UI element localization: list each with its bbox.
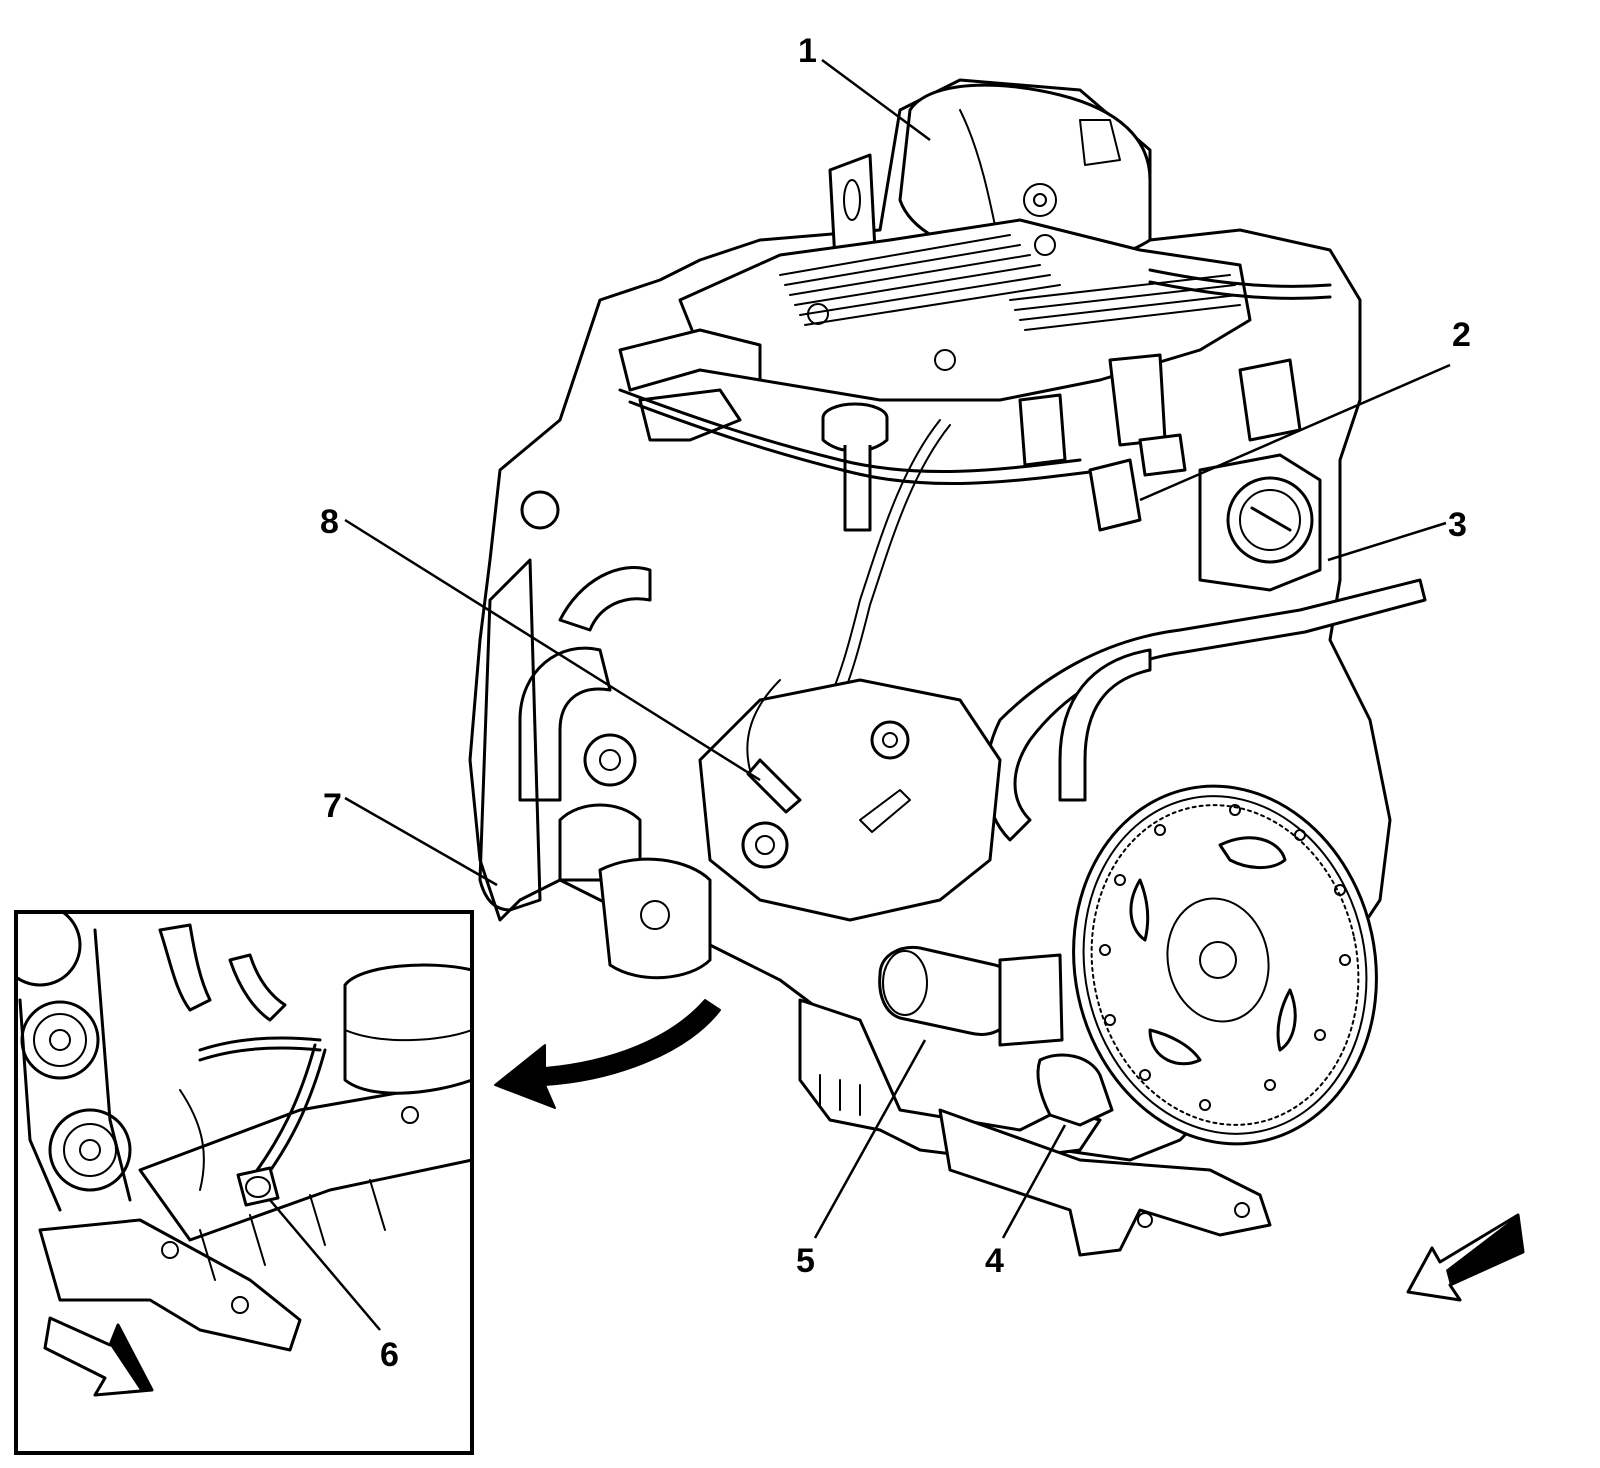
- callouts: 1 2 3 4 5 6 7 8: [320, 32, 1471, 1374]
- oil-filter-adapter: [1036, 1053, 1114, 1127]
- callout-4: 4: [985, 1242, 1004, 1280]
- leader-line-2: [1139, 363, 1451, 502]
- callout-5: 5: [796, 1242, 815, 1280]
- callout-3: 3: [1448, 506, 1467, 544]
- drive-belt: [478, 558, 542, 912]
- leader-line-7: [344, 796, 498, 887]
- oxygen-sensor: [746, 679, 802, 814]
- valve-cover: [678, 218, 1252, 402]
- oil-pan: [798, 998, 1102, 1162]
- coolant-pipe: [984, 578, 1427, 842]
- callout-8: 8: [320, 503, 339, 541]
- callout-7: 7: [323, 787, 342, 825]
- leader-line-4: [1001, 1124, 1067, 1239]
- leader-line-8: [344, 518, 761, 782]
- throttle-body: [1198, 453, 1322, 592]
- leader-line-6: [269, 1199, 381, 1331]
- oxygen-sensor-inset: [236, 1166, 280, 1207]
- starter-motor: [878, 945, 1064, 1047]
- engine-illustration: [468, 78, 1427, 1257]
- heat-shield: [698, 678, 1002, 922]
- callout-2: 2: [1452, 316, 1471, 354]
- inset-detail: [14, 910, 474, 1455]
- leader-line-5: [813, 1039, 927, 1239]
- leader-line-1: [821, 58, 931, 142]
- callout-6: 6: [380, 1336, 399, 1374]
- callout-1: 1: [798, 32, 817, 70]
- curved-detail-arrow-icon: [494, 999, 721, 1109]
- flywheel: [1072, 784, 1378, 1146]
- leader-lines: [269, 58, 1451, 1331]
- leader-line-3: [1327, 521, 1447, 562]
